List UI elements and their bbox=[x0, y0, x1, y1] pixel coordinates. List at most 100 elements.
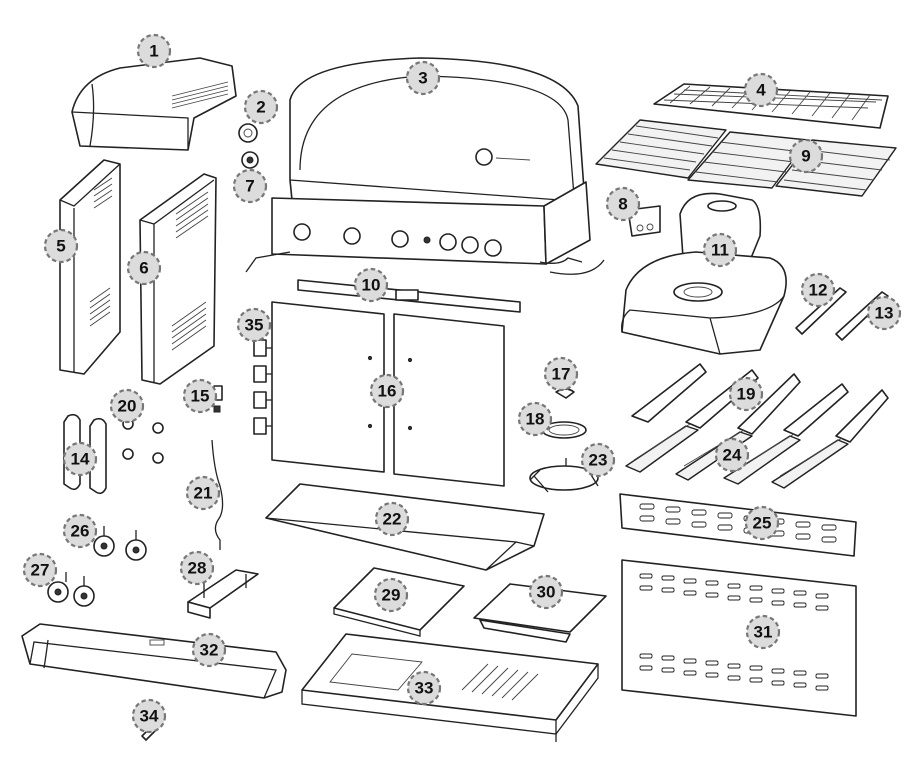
part-callout-17: 17 bbox=[543, 356, 579, 392]
part-callout-20: 20 bbox=[109, 388, 145, 424]
part-callout-22: 22 bbox=[374, 501, 410, 537]
part-number-label: 35 bbox=[245, 316, 264, 335]
part-callout-33: 33 bbox=[406, 670, 442, 706]
part-number-label: 19 bbox=[737, 385, 756, 404]
nuts-drawing bbox=[122, 418, 164, 464]
part-callout-27: 27 bbox=[22, 552, 58, 588]
part-number-label: 6 bbox=[139, 259, 148, 278]
part-number-label: 27 bbox=[31, 561, 50, 580]
part-callout-4: 4 bbox=[743, 72, 779, 108]
part-callout-1: 1 bbox=[136, 33, 172, 69]
control-knob-drawing bbox=[241, 151, 259, 169]
part-number-label: 5 bbox=[56, 237, 65, 256]
callout-circle bbox=[728, 376, 764, 412]
crossbar-drawing bbox=[297, 279, 521, 313]
part-number-label: 34 bbox=[140, 707, 159, 726]
part-callout-25: 25 bbox=[744, 505, 780, 541]
part-callout-19: 19 bbox=[728, 376, 764, 412]
part-callout-12: 12 bbox=[800, 272, 836, 308]
callout-circle bbox=[702, 232, 738, 268]
part-callout-35: 35 bbox=[236, 307, 272, 343]
side-panel-drawing bbox=[139, 173, 217, 385]
part-number-label: 8 bbox=[618, 195, 627, 214]
callout-circle bbox=[126, 250, 162, 286]
part-number-label: 18 bbox=[526, 410, 545, 429]
part-callout-31: 31 bbox=[745, 614, 781, 650]
callout-circle bbox=[745, 614, 781, 650]
part-number-label: 26 bbox=[71, 522, 90, 541]
callout-circle bbox=[373, 577, 409, 613]
part-callout-8: 8 bbox=[605, 186, 641, 222]
bottom-shelf-drawing bbox=[301, 633, 599, 742]
callout-circle bbox=[744, 505, 780, 541]
callout-circle bbox=[743, 72, 779, 108]
part-number-label: 13 bbox=[875, 304, 894, 323]
part-callout-10: 10 bbox=[353, 267, 389, 303]
part-number-label: 25 bbox=[753, 514, 772, 533]
casters-drawing bbox=[93, 526, 147, 561]
part-number-label: 14 bbox=[71, 450, 90, 469]
burner-grate-drawing bbox=[529, 458, 599, 493]
part-callout-29: 29 bbox=[373, 577, 409, 613]
callout-circle bbox=[605, 186, 641, 222]
grill-head-drawing bbox=[245, 57, 605, 275]
cooking-grates-drawing bbox=[595, 119, 897, 197]
part-callout-28: 28 bbox=[179, 550, 215, 586]
part-number-label: 1 bbox=[149, 42, 158, 61]
part-number-label: 28 bbox=[188, 559, 207, 578]
control-knob-drawing bbox=[238, 123, 258, 143]
part-callout-15: 15 bbox=[182, 378, 218, 414]
front-base-bar-drawing bbox=[21, 623, 287, 699]
callout-circle bbox=[517, 401, 553, 437]
callout-circle bbox=[543, 356, 579, 392]
igniter-wire-drawing bbox=[211, 439, 224, 550]
part-number-label: 3 bbox=[418, 69, 427, 88]
callout-circle bbox=[22, 552, 58, 588]
callout-circle bbox=[800, 272, 836, 308]
part-number-label: 31 bbox=[754, 623, 773, 642]
callout-circle bbox=[243, 89, 279, 125]
part-callout-26: 26 bbox=[62, 513, 98, 549]
part-callout-24: 24 bbox=[714, 437, 750, 473]
callout-circle bbox=[353, 267, 389, 303]
callout-circle bbox=[182, 378, 218, 414]
rear-panel-drawing bbox=[621, 559, 857, 717]
part-callout-21: 21 bbox=[185, 475, 221, 511]
part-callout-6: 6 bbox=[126, 250, 162, 286]
part-callout-11: 11 bbox=[702, 232, 738, 268]
callout-circle bbox=[136, 33, 172, 69]
part-number-label: 30 bbox=[537, 583, 556, 602]
part-number-label: 7 bbox=[245, 177, 254, 196]
part-number-label: 23 bbox=[589, 451, 608, 470]
callout-circle bbox=[405, 60, 441, 96]
part-number-label: 33 bbox=[415, 679, 434, 698]
callout-circle bbox=[62, 513, 98, 549]
part-callout-5: 5 bbox=[43, 228, 79, 264]
part-number-label: 12 bbox=[809, 281, 828, 300]
part-number-label: 10 bbox=[362, 276, 381, 295]
part-number-label: 2 bbox=[256, 98, 265, 117]
part-number-label: 22 bbox=[383, 510, 402, 529]
part-callout-3: 3 bbox=[405, 60, 441, 96]
part-callout-13: 13 bbox=[866, 295, 902, 331]
side-shelf-cover-drawing bbox=[71, 57, 237, 151]
side-panel-drawing bbox=[59, 159, 121, 375]
cabinet-doors-drawing bbox=[271, 301, 505, 487]
part-callout-14: 14 bbox=[62, 441, 98, 477]
warming-rack-drawing bbox=[653, 83, 889, 129]
burner-ring-drawing bbox=[541, 421, 587, 439]
rear-panel-strip-drawing bbox=[619, 493, 857, 557]
part-callout-9: 9 bbox=[788, 138, 824, 174]
callout-circle bbox=[374, 501, 410, 537]
part-number-label: 17 bbox=[552, 365, 571, 384]
part-callout-30: 30 bbox=[528, 574, 564, 610]
part-callout-7: 7 bbox=[232, 168, 268, 204]
callout-circle bbox=[528, 574, 564, 610]
callout-circle bbox=[185, 475, 221, 511]
callout-circle bbox=[109, 388, 145, 424]
part-callout-34: 34 bbox=[131, 698, 167, 734]
part-number-label: 16 bbox=[378, 382, 397, 401]
part-number-label: 29 bbox=[382, 586, 401, 605]
